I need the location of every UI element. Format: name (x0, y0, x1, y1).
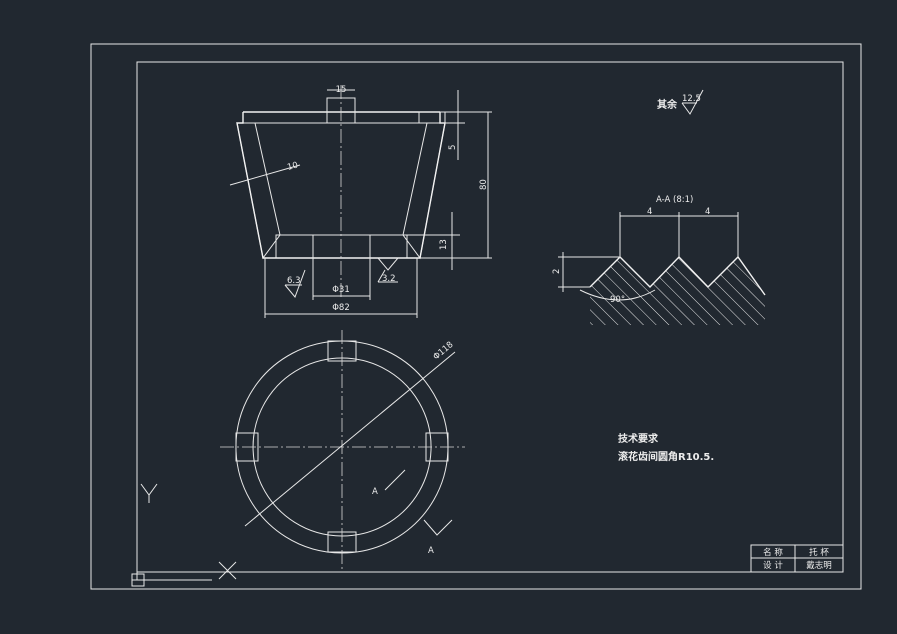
ucs-y-icon (140, 483, 158, 496)
dim-wall: 10 (286, 160, 299, 172)
dim-rim: 5 (448, 145, 458, 150)
depth-dim: 2 (552, 269, 562, 274)
rest-roughness-symbol (681, 89, 704, 115)
rest-roughness-value: 12.5 (682, 94, 701, 104)
roughness-right: 3.2 (382, 274, 396, 284)
bottom-right-section (369, 234, 408, 259)
roughness-symbol-right (377, 257, 399, 271)
angle-dim: 90° (610, 295, 625, 305)
section-title: A-A (8:1) (656, 195, 693, 205)
section-mark-a1: A (372, 487, 378, 497)
dim-bore: Φ31 (332, 285, 350, 295)
dim-bottom: 13 (439, 239, 449, 250)
roughness-left: 6.3 (287, 276, 301, 286)
notes-title: 技术要求 (618, 432, 659, 445)
bottom-left-section (275, 234, 314, 259)
tb-design-value: 戴志明 (806, 560, 832, 571)
tb-name-value: 托 杯 (809, 547, 829, 558)
ring-section (235, 340, 449, 554)
front-view: 15 10 5 80 13 Φ31 Φ82 6.3 3 (229, 85, 492, 318)
roughness-symbol-left (284, 269, 306, 298)
notes-line1: 滚花齿间圆角R10.5. (618, 450, 714, 463)
dim-top-width: 15 (336, 85, 347, 95)
pitch-left: 4 (647, 207, 652, 217)
outer-frame (90, 43, 862, 590)
top-view: Φ118 A A (220, 330, 465, 572)
notch-left (235, 432, 259, 462)
dim-height: 80 (479, 179, 489, 190)
pitch-right: 4 (705, 207, 710, 217)
title-block: 名 称 托 杯 设 计 戴志明 (750, 544, 844, 573)
tb-design-label: 设 计 (763, 560, 783, 571)
rest-roughness-label: 其余 (657, 98, 678, 111)
ucs-icon (131, 483, 237, 587)
rest-roughness: 其余 12.5 (657, 89, 704, 115)
section-mark-a2: A (428, 546, 434, 556)
technical-notes: 技术要求 滚花齿间圆角R10.5. (618, 432, 714, 463)
tb-name-label: 名 称 (763, 547, 783, 558)
dim-base: Φ82 (332, 303, 350, 313)
section-aa: A-A (8:1) 4 4 2 90° (552, 195, 766, 325)
dim-outer: Φ118 (432, 340, 456, 362)
inner-frame (136, 61, 844, 573)
